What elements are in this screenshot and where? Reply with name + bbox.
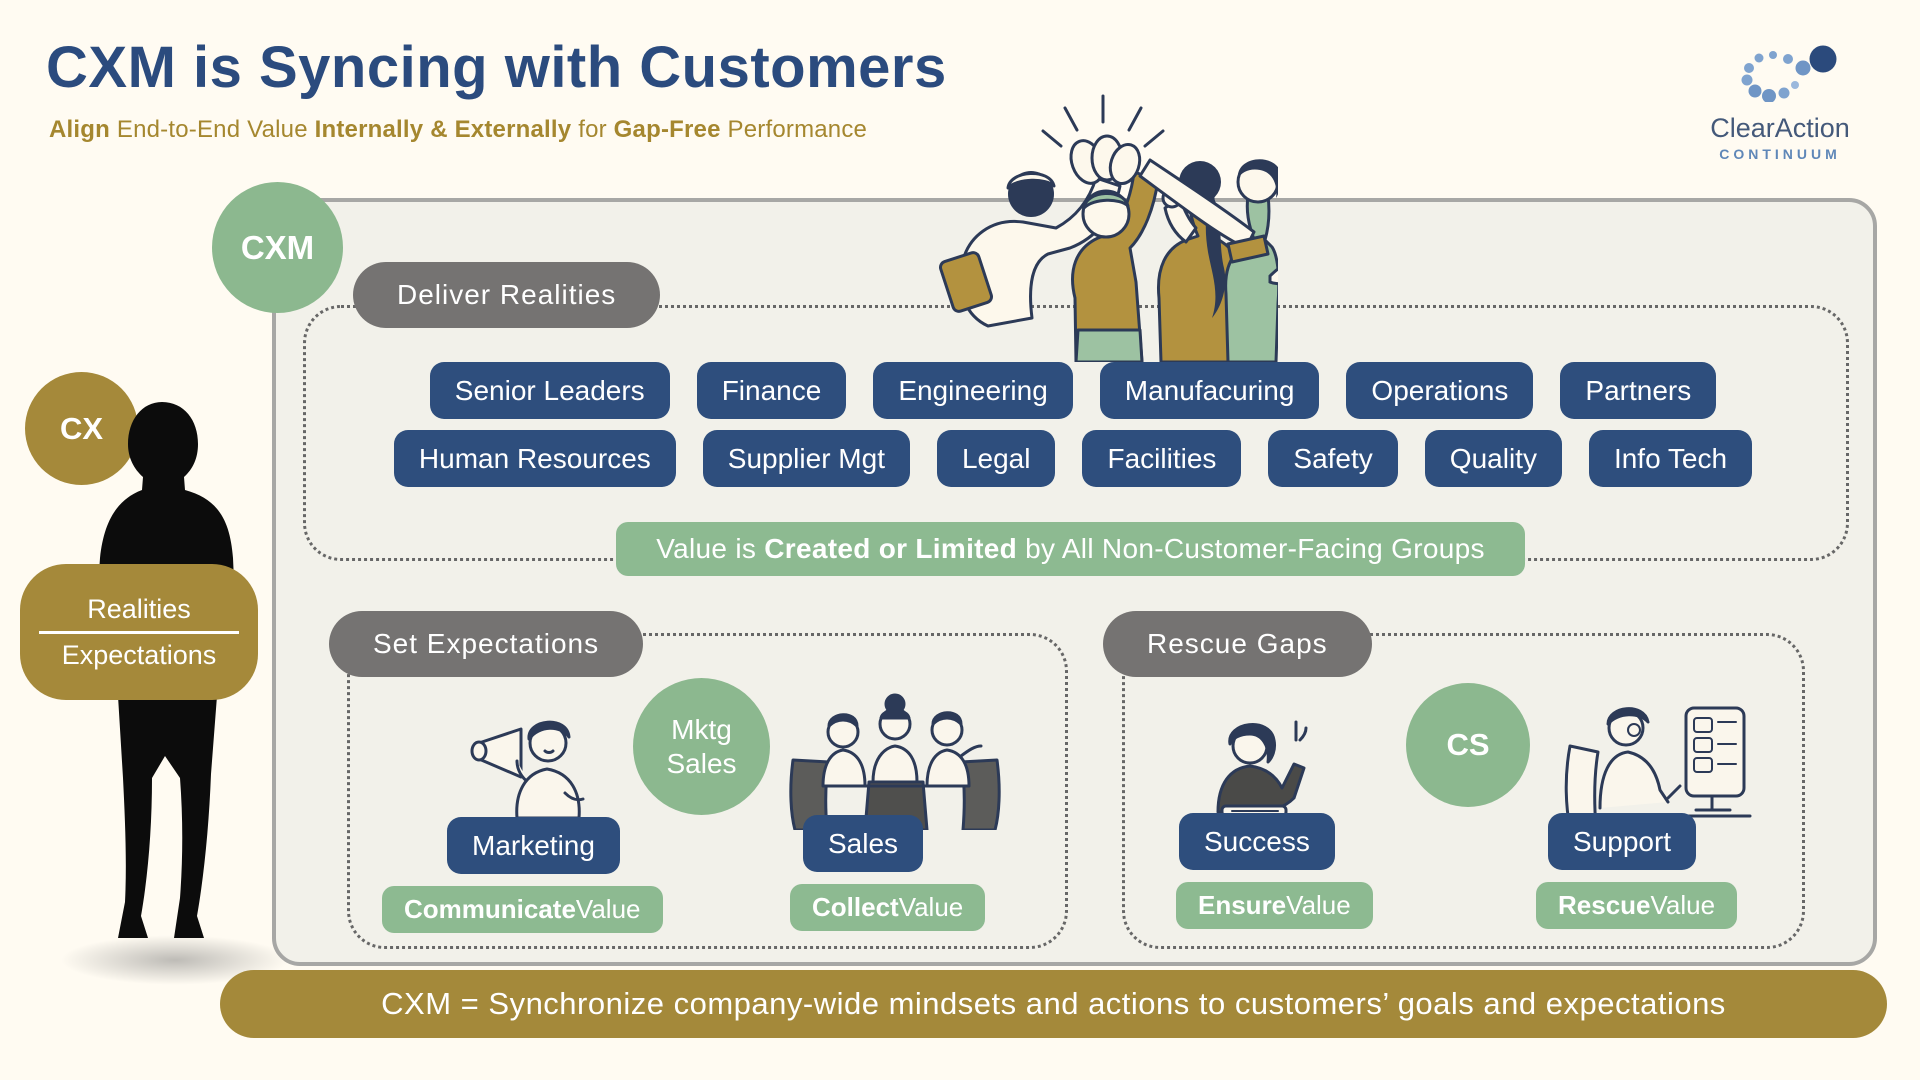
- communicate-bold: Communicate: [404, 894, 576, 924]
- dept-human-resources: Human Resources: [393, 430, 676, 487]
- subtitle-text-2: for: [571, 116, 614, 143]
- subtitle-internally-externally: Internally & Externally: [314, 116, 572, 143]
- clearaction-logo: ClearAction CONTINUUM: [1690, 44, 1870, 162]
- mktg-sales-line2: Sales: [666, 747, 737, 779]
- logo-tagline: CONTINUUM: [1719, 146, 1841, 162]
- set-expectations-box: [347, 633, 1068, 949]
- ratio-divider-line: [39, 630, 239, 634]
- collect-bold: Collect: [812, 892, 899, 922]
- value-created-banner: Value is Created or Limited by All Non-C…: [616, 522, 1525, 576]
- sales-pill: Sales: [803, 815, 924, 872]
- team-high-five-illustration: [939, 94, 1278, 362]
- rescue-bold: Rescue: [1558, 890, 1651, 920]
- ratio-denominator: Expectations: [61, 639, 217, 670]
- banner-pre: Value is: [656, 533, 765, 564]
- mktg-sales-circle: Mktg Sales: [633, 678, 770, 815]
- dept-quality: Quality: [1424, 430, 1562, 487]
- logo-dot-swirl-icon: [1741, 45, 1837, 103]
- subtitle-gap-free: Gap-Free: [613, 116, 721, 143]
- department-row-1: Senior Leaders Finance Engineering Manuf…: [303, 362, 1843, 419]
- banner-bold: Created or Limited: [764, 533, 1018, 564]
- rescue-gaps-header: Rescue Gaps: [1103, 611, 1372, 677]
- page-title: CXM is Syncing with Customers: [46, 35, 947, 100]
- dept-safety: Safety: [1268, 430, 1398, 487]
- collect-rest: Value: [898, 892, 964, 922]
- deliver-realities-header: Deliver Realities: [353, 262, 661, 328]
- dept-finance: Finance: [696, 362, 847, 419]
- ensure-value-pill: Ensure Value: [1176, 882, 1373, 929]
- cxm-definition-banner: CXM = Synchronize company-wide mindsets …: [220, 970, 1887, 1038]
- support-pill: Support: [1548, 813, 1697, 870]
- subtitle-align: Align: [49, 116, 110, 143]
- set-expectations-header: Set Expectations: [329, 611, 644, 677]
- support-desk-illustration: [1564, 706, 1752, 830]
- collect-value-pill: Collect Value: [790, 884, 986, 931]
- success-desk-illustration: [1206, 720, 1320, 818]
- sales-meeting-illustration: [789, 693, 1001, 830]
- cx-badge: CX: [25, 372, 138, 485]
- rescue-rest: Value: [1650, 890, 1716, 920]
- dept-senior-leaders: Senior Leaders: [429, 362, 670, 419]
- mktg-sales-line1: Mktg: [671, 714, 732, 746]
- ratio-numerator: Realities: [87, 593, 191, 624]
- rescue-gaps-box: [1122, 633, 1805, 949]
- rescue-value-pill: Rescue Value: [1536, 882, 1738, 929]
- value-banner-wrap: Value is Created or Limited by All Non-C…: [272, 522, 1869, 576]
- subtitle-text-3: Performance: [720, 116, 868, 143]
- ensure-bold: Ensure: [1198, 890, 1287, 920]
- dept-legal: Legal: [936, 430, 1056, 487]
- dept-partners: Partners: [1560, 362, 1717, 419]
- ensure-rest: Value: [1286, 890, 1351, 920]
- department-row-2: Human Resources Supplier Mgt Legal Facil…: [303, 430, 1843, 487]
- communicate-value-pill: Communicate Value: [382, 886, 663, 933]
- cxm-badge: CXM: [212, 182, 343, 313]
- marketing-pill: Marketing: [447, 817, 620, 874]
- marketing-megaphone-illustration: [470, 720, 585, 818]
- dept-manufacturing: Manufacuring: [1099, 362, 1320, 419]
- subtitle-text-1: End-to-End Value: [110, 116, 315, 143]
- communicate-rest: Value: [575, 894, 641, 924]
- page-subtitle: Align End-to-End Value Internally & Exte…: [49, 116, 867, 144]
- dept-supplier-mgt: Supplier Mgt: [702, 430, 910, 487]
- dept-facilities: Facilities: [1082, 430, 1242, 487]
- banner-post: by All Non-Customer-Facing Groups: [1017, 533, 1485, 564]
- success-pill: Success: [1179, 813, 1335, 870]
- realities-expectations-ratio: Realities Expectations: [20, 564, 258, 700]
- cs-circle: CS: [1406, 683, 1530, 807]
- dept-info-tech: Info Tech: [1588, 430, 1753, 487]
- logo-name: ClearAction: [1710, 113, 1850, 143]
- dept-engineering: Engineering: [873, 362, 1073, 419]
- dept-operations: Operations: [1346, 362, 1534, 419]
